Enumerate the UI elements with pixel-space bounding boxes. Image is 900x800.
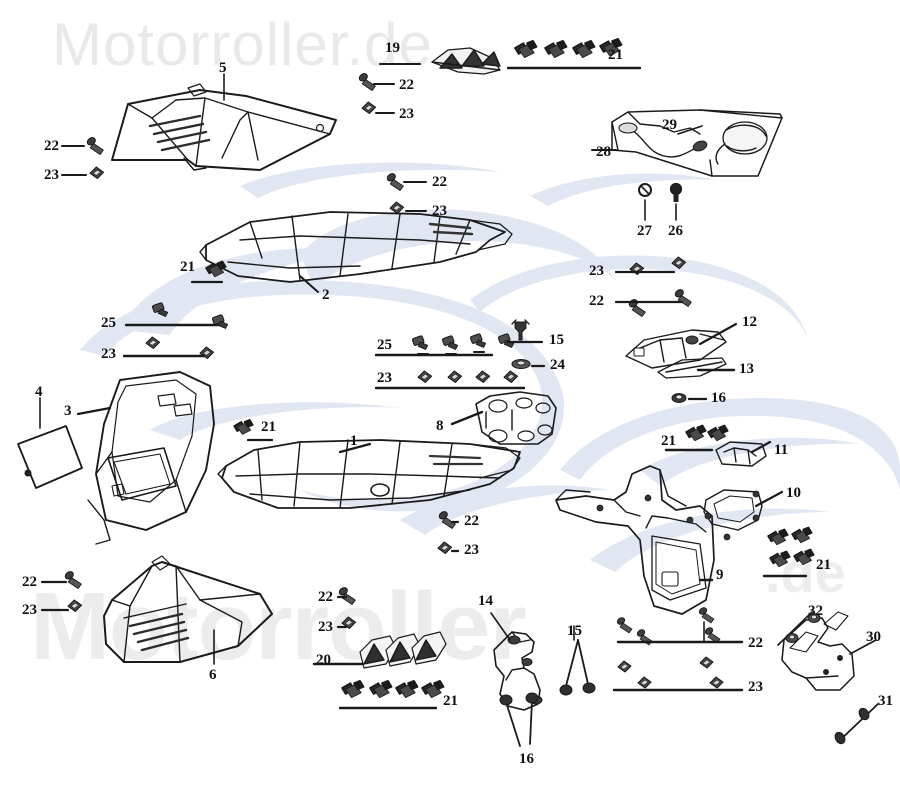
callout-23f: 23 xyxy=(377,370,392,386)
callout-25a: 25 xyxy=(101,315,116,331)
callout-14: 14 xyxy=(478,593,493,609)
callout-26: 26 xyxy=(668,223,683,239)
callout-22c: 22 xyxy=(432,174,447,190)
callout-23g: 23 xyxy=(464,542,479,558)
callout-23h: 23 xyxy=(22,602,37,618)
callout-22d: 22 xyxy=(589,293,604,309)
part-28-harness-cover xyxy=(611,109,783,177)
callout-15b: 15 xyxy=(567,623,582,639)
callout-23b: 23 xyxy=(44,167,59,183)
callout-6: 6 xyxy=(209,667,217,683)
callout-21d: 21 xyxy=(661,433,676,449)
part-2-floor-panel-upper xyxy=(199,211,513,283)
callout-21c: 21 xyxy=(261,419,276,435)
callout-32: 32 xyxy=(808,603,823,619)
part-16-clip-washer-a xyxy=(671,393,687,403)
callout-21a: 21 xyxy=(608,47,623,63)
part-15-spring-pin xyxy=(511,319,530,341)
callout-22h: 22 xyxy=(748,635,763,651)
callout-24: 24 xyxy=(550,357,565,373)
callout-22a: 22 xyxy=(399,77,414,93)
callout-16a: 16 xyxy=(711,390,726,406)
callout-29: 29 xyxy=(662,117,677,133)
part-6-footboard xyxy=(103,555,273,663)
part-16-clip-washer-b xyxy=(499,692,539,747)
part-13-rail-insert xyxy=(657,357,727,379)
part-27-washer xyxy=(638,183,652,197)
callout-16b: 16 xyxy=(519,751,534,767)
callout-15a: 15 xyxy=(549,332,564,348)
callout-23c: 23 xyxy=(432,203,447,219)
callout-10: 10 xyxy=(786,485,801,501)
part-29-cable-clamp xyxy=(715,121,768,165)
callout-19: 19 xyxy=(385,40,400,56)
callout-22g: 22 xyxy=(318,589,333,605)
callout-22f: 22 xyxy=(22,574,37,590)
part-14-stand-bracket xyxy=(493,631,543,711)
callout-1: 1 xyxy=(350,433,358,449)
callout-22b: 22 xyxy=(44,138,59,154)
callout-23i: 23 xyxy=(318,619,333,635)
callout-11: 11 xyxy=(774,442,789,458)
callout-22e: 22 xyxy=(464,513,479,529)
callout-5: 5 xyxy=(219,60,227,76)
callout-8: 8 xyxy=(436,418,444,434)
callout-23e: 23 xyxy=(101,346,116,362)
part-15-spring-pin-b xyxy=(559,639,596,696)
part-24-grommet xyxy=(511,358,531,370)
part-30-mounting-bracket xyxy=(781,611,855,691)
callout-20: 20 xyxy=(316,652,331,668)
part-9-front-inner-fairing xyxy=(555,465,715,615)
part-5-footboard xyxy=(111,83,337,171)
callout-21b: 21 xyxy=(180,259,195,275)
callout-13: 13 xyxy=(739,361,754,377)
callout-23j: 23 xyxy=(748,679,763,695)
part-20-clip-set xyxy=(359,631,447,669)
part-31-fastener-pair xyxy=(834,703,879,745)
part-8-bracket-plate xyxy=(475,391,557,445)
callout-3: 3 xyxy=(64,403,72,419)
callout-23a: 23 xyxy=(399,106,414,122)
part-4-access-lid xyxy=(17,425,83,489)
callout-2: 2 xyxy=(322,287,330,303)
callout-27: 27 xyxy=(637,223,652,239)
callout-9: 9 xyxy=(716,567,724,583)
callout-23d: 23 xyxy=(589,263,604,279)
part-3-center-tunnel-cover xyxy=(87,371,215,545)
callout-28: 28 xyxy=(596,144,611,160)
callout-4: 4 xyxy=(35,384,43,400)
callout-21f: 21 xyxy=(443,693,458,709)
callout-21e: 21 xyxy=(816,557,831,573)
part-10-frame-bracket xyxy=(703,489,763,541)
callout-30: 30 xyxy=(866,629,881,645)
callout-25b: 25 xyxy=(377,337,392,353)
part-32-rivet-set xyxy=(785,613,821,643)
part-1-floor-panel-lower xyxy=(217,439,521,509)
part-26-bolt xyxy=(669,182,683,202)
part-19-hinge-strip xyxy=(431,47,501,75)
callout-31: 31 xyxy=(878,693,893,709)
callout-12: 12 xyxy=(742,314,757,330)
